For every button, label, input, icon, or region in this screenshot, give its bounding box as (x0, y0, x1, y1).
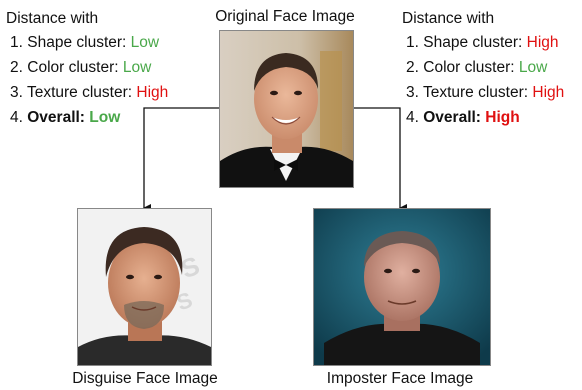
item-value: High (136, 84, 169, 101)
right-item-texture: 3. Texture cluster: High (406, 84, 564, 102)
item-label: Texture cluster: (26, 84, 133, 101)
right-heading: Distance with (402, 10, 495, 27)
item-label: Overall: (27, 109, 85, 126)
item-value: High (526, 34, 559, 51)
left-item-shape: 1. Shape cluster: Low (10, 34, 159, 52)
disguise-face-image: S S (77, 208, 212, 366)
item-number: 4. (10, 109, 23, 126)
item-label: Overall: (423, 109, 481, 126)
original-caption: Original Face Image (215, 8, 355, 25)
left-heading: Distance with (6, 10, 99, 27)
arrow-to-imposter (352, 107, 407, 212)
left-item-texture: 3. Texture cluster: High (10, 84, 168, 102)
item-label: Color cluster: (27, 59, 119, 76)
item-label: Shape cluster: (27, 34, 127, 51)
item-label: Texture cluster: (422, 84, 529, 101)
item-number: 3. (406, 84, 419, 101)
imposter-face-image (313, 208, 491, 366)
imposter-caption: Imposter Face Image (326, 370, 474, 387)
item-label: Color cluster: (423, 59, 515, 76)
item-number: 4. (406, 109, 419, 126)
item-label: Shape cluster: (423, 34, 523, 51)
item-value: Low (518, 59, 548, 76)
item-value: High (532, 84, 565, 101)
item-value: Low (130, 34, 160, 51)
original-face-image (219, 30, 354, 188)
arrow-to-disguise (143, 107, 219, 212)
left-item-overall: 4. Overall: Low (10, 109, 120, 127)
item-number: 2. (10, 59, 23, 76)
disguise-caption: Disguise Face Image (72, 370, 218, 387)
left-item-color: 2. Color cluster: Low (10, 59, 151, 77)
item-number: 1. (10, 34, 23, 51)
item-value: High (485, 109, 520, 126)
item-value: Low (89, 109, 121, 126)
right-item-color: 2. Color cluster: Low (406, 59, 547, 77)
right-item-shape: 1. Shape cluster: High (406, 34, 559, 52)
item-value: Low (122, 59, 152, 76)
item-number: 2. (406, 59, 419, 76)
item-number: 3. (10, 84, 23, 101)
item-number: 1. (406, 34, 419, 51)
right-item-overall: 4. Overall: High (406, 109, 520, 127)
